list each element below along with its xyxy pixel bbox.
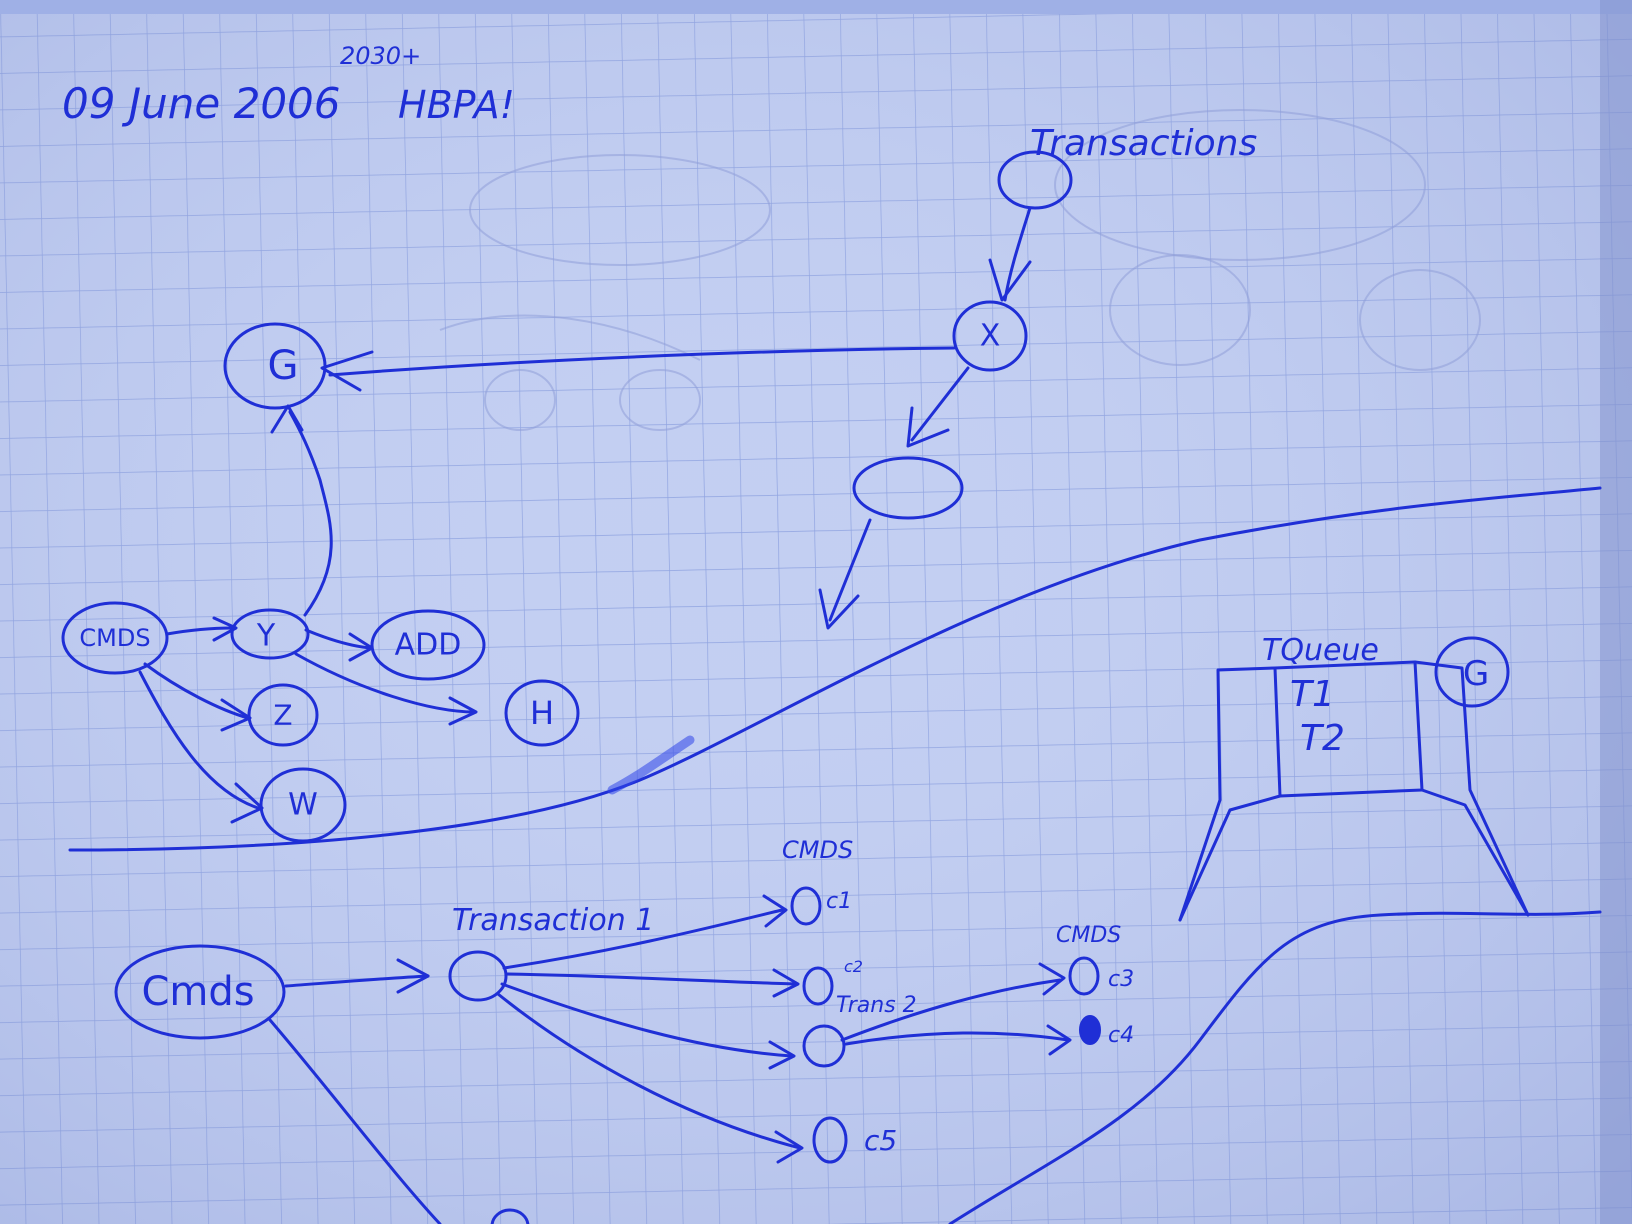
cmds-bottom-node — [114, 944, 286, 1040]
ink-smudge — [607, 735, 695, 795]
x-to-g-edge — [328, 346, 956, 377]
tqueue-item-2: T2 — [1300, 718, 1345, 759]
date-text: 09 June 2006 — [62, 79, 341, 128]
page-right-edge — [1600, 0, 1632, 1224]
cmds-label-b: CMDS — [1056, 923, 1121, 948]
trans2-node — [802, 1024, 846, 1068]
cmds-bottom-label: Cmds — [141, 969, 254, 1015]
t1-to-c5-edge — [496, 992, 802, 1150]
y-to-h-arrowhead — [448, 696, 478, 726]
trans2-to-c3-edge — [840, 978, 1062, 1042]
divider-curve — [68, 486, 1602, 852]
cmds-to-t1-arrowhead — [396, 958, 430, 994]
x-to-g-arrowhead — [320, 350, 374, 392]
tag-text: HBPA! — [398, 83, 515, 127]
cmds-node-label: CMDS — [79, 624, 150, 652]
w-node-label: W — [288, 788, 318, 823]
y-node-label: Y — [256, 619, 276, 654]
y-to-g-edge — [288, 410, 333, 617]
trans2-to-c4-edge — [844, 1031, 1070, 1046]
c3-node — [1068, 956, 1100, 996]
cmds-to-y-edge — [165, 626, 234, 636]
y-node — [230, 608, 310, 660]
cmds-label-a: CMDS — [782, 836, 853, 864]
trans2-label: Trans 2 — [836, 993, 917, 1018]
t1-to-trans2-edge — [500, 982, 794, 1058]
cmds-to-z-edge — [143, 662, 250, 720]
trans2-to-c4-arrowhead — [1046, 1024, 1072, 1056]
cmds-to-w-edge — [138, 670, 260, 810]
c5-node — [812, 1116, 848, 1164]
tqueue-right-base — [1420, 788, 1530, 917]
tqueue-g-node — [1434, 636, 1510, 708]
cmds-node — [61, 601, 169, 675]
transactions-node — [997, 150, 1073, 210]
tqueue-right-wall — [1413, 660, 1530, 917]
t1-to-c1-arrowhead — [762, 894, 788, 928]
transactions-to-x-arrowhead — [988, 258, 1032, 302]
cmds-to-w-arrowhead — [230, 782, 264, 824]
c1-label: c1 — [826, 889, 852, 914]
t1-to-c2-arrowhead — [772, 968, 800, 998]
y-to-add-edge — [304, 628, 372, 650]
blank-down-arrowhead — [818, 588, 860, 630]
ghost-drawing — [439, 109, 1481, 431]
g-node-label: G — [268, 343, 299, 389]
x-node-label: X — [980, 319, 1001, 354]
cmds-to-z-arrowhead — [220, 698, 252, 732]
add-node-label: ADD — [395, 628, 462, 663]
z-node-label: Z — [273, 699, 292, 732]
x-to-blank-edge — [910, 366, 970, 442]
c1-node — [790, 886, 822, 926]
transaction1-node — [448, 950, 508, 1002]
year-superscript: 2030+ — [340, 42, 421, 70]
partial-bottom-node — [490, 1208, 530, 1224]
c5-label: c5 — [864, 1124, 897, 1157]
c4-label: c4 — [1108, 1023, 1134, 1048]
x-node — [952, 300, 1028, 372]
add-node — [370, 609, 486, 681]
g-node — [223, 322, 327, 410]
c2-label: c2 — [844, 957, 863, 976]
cmds-to-t1-edge — [284, 974, 430, 988]
h-node-label: H — [530, 694, 554, 732]
lower-curve — [948, 910, 1602, 1224]
tqueue-left-wall — [1178, 666, 1277, 922]
t1-to-c5-arrowhead — [774, 1130, 804, 1164]
transactions-to-x-edge — [1003, 206, 1032, 302]
tqueue-title: TQueue — [1262, 633, 1379, 668]
x-to-blank-arrowhead — [906, 406, 950, 448]
trans2-to-c3-arrowhead — [1038, 962, 1066, 996]
cmds-to-y-arrowhead — [212, 616, 238, 642]
transactions-title: Transactions — [1030, 123, 1257, 164]
cmds-bottom-tail — [268, 1018, 442, 1224]
c3-label: c3 — [1108, 967, 1134, 992]
blank-node — [852, 456, 964, 520]
transaction1-label: Transaction 1 — [452, 903, 654, 938]
z-node — [247, 683, 319, 747]
h-node — [504, 679, 580, 747]
tqueue-left-base — [1178, 794, 1282, 922]
y-to-add-arrowhead — [348, 632, 374, 662]
t1-to-c1-edge — [502, 908, 784, 970]
tqueue-g-node-label: G — [1463, 654, 1489, 694]
y-to-g-arrowhead — [270, 404, 304, 434]
t1-to-trans2-arrowhead — [768, 1040, 796, 1070]
c4-node — [1079, 1015, 1101, 1045]
blank-down-edge — [828, 518, 872, 622]
t1-to-c2-edge — [504, 972, 798, 986]
y-to-h-edge — [294, 652, 477, 714]
c2-node — [802, 966, 834, 1006]
page-top-edge — [0, 0, 1632, 14]
tqueue-item-1: T1 — [1290, 674, 1335, 715]
